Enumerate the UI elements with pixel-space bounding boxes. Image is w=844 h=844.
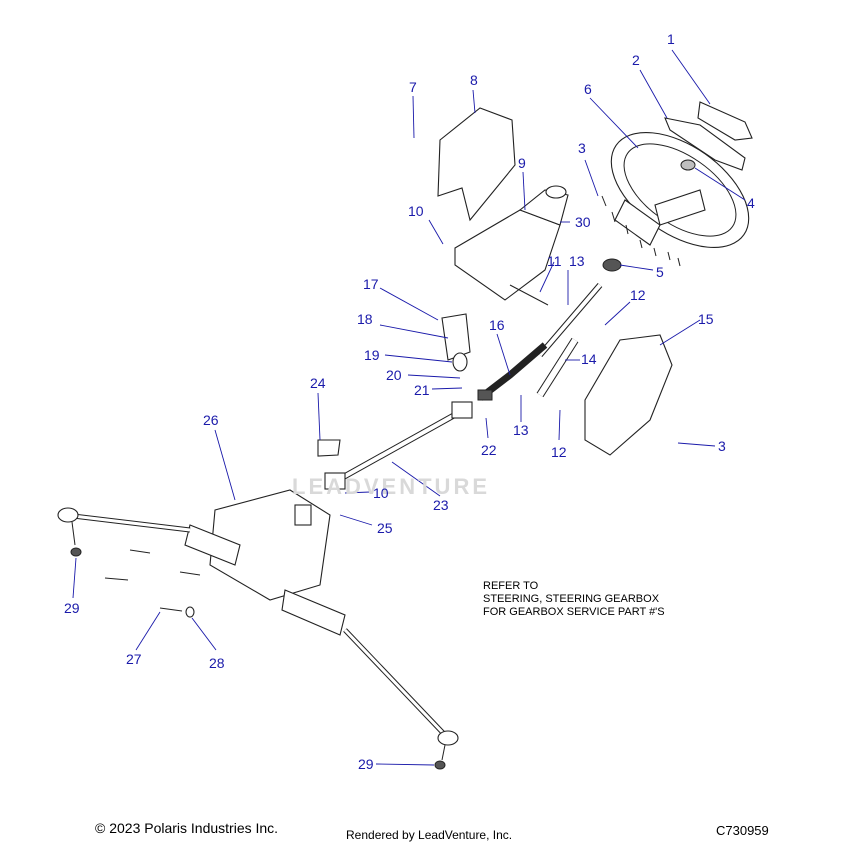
column-bushing[interactable] — [602, 258, 622, 272]
callout-20[interactable]: 20 — [386, 367, 402, 383]
callout-13[interactable]: 13 — [569, 253, 585, 269]
note-line-2: STEERING, STEERING GEARBOX — [483, 593, 660, 605]
callout-13b[interactable]: 13 — [513, 422, 529, 438]
callout-25[interactable]: 25 — [377, 520, 393, 536]
callout-12[interactable]: 12 — [630, 287, 646, 303]
steering-wheel[interactable] — [591, 109, 769, 271]
callout-10b[interactable]: 10 — [373, 485, 389, 501]
callout-18[interactable]: 18 — [357, 311, 373, 327]
callout-26[interactable]: 26 — [203, 412, 219, 428]
rendered-by: Rendered by LeadVenture, Inc. — [346, 828, 513, 842]
callout-1[interactable]: 1 — [667, 31, 675, 47]
callout-10[interactable]: 10 — [408, 203, 424, 219]
tilt-cylinder[interactable] — [536, 337, 579, 398]
callout-4[interactable]: 4 — [747, 195, 755, 211]
callout-17[interactable]: 17 — [363, 276, 379, 292]
callout-3b[interactable]: 3 — [718, 438, 726, 454]
callout-12b[interactable]: 12 — [551, 444, 567, 460]
callout-24[interactable]: 24 — [310, 375, 326, 391]
callout-11[interactable]: 11 — [547, 253, 562, 269]
callout-3[interactable]: 3 — [578, 140, 586, 156]
callout-8[interactable]: 8 — [470, 72, 478, 88]
callout-29b[interactable]: 29 — [358, 756, 374, 772]
tie-rod-nut-right[interactable] — [434, 760, 446, 770]
watermark: LEADVENTURE — [292, 474, 491, 499]
callout-19[interactable]: 19 — [364, 347, 380, 363]
wheel-emblem[interactable] — [680, 159, 696, 171]
wheel-screws[interactable] — [601, 195, 681, 267]
callout-29[interactable]: 29 — [64, 600, 80, 616]
callout-5[interactable]: 5 — [656, 264, 664, 280]
callout-14[interactable]: 14 — [581, 351, 597, 367]
column-shroud[interactable] — [584, 334, 673, 456]
steering-shaft-upper[interactable] — [477, 283, 603, 401]
copyright: © 2023 Polaris Industries Inc. — [95, 820, 279, 836]
callout-16[interactable]: 16 — [489, 317, 505, 333]
callout-28[interactable]: 28 — [209, 655, 225, 671]
shaft-guard[interactable] — [317, 439, 341, 457]
callout-9[interactable]: 9 — [518, 155, 526, 171]
callout-22[interactable]: 22 — [481, 442, 497, 458]
callout-7[interactable]: 7 — [409, 79, 417, 95]
callout-2[interactable]: 2 — [632, 52, 640, 68]
tie-rod-right[interactable] — [343, 628, 459, 761]
column-bracket[interactable] — [454, 185, 569, 301]
callout-27[interactable]: 27 — [126, 651, 142, 667]
support-bearing[interactable] — [452, 352, 468, 372]
callout-21[interactable]: 21 — [414, 382, 430, 398]
wheel-trim-upper[interactable] — [697, 101, 753, 141]
intermediate-shaft[interactable] — [324, 401, 473, 490]
leader-lines — [72, 49, 746, 766]
diagram-code: C730959 — [716, 823, 769, 838]
note-line-1: REFER TO — [483, 580, 539, 592]
tie-rod-left[interactable] — [57, 507, 191, 546]
callout-6[interactable]: 6 — [584, 81, 592, 97]
steering-gearbox[interactable] — [184, 489, 346, 636]
callout-23[interactable]: 23 — [433, 497, 449, 513]
gearbox-bolts[interactable] — [104, 549, 201, 612]
tie-rod-nut-left[interactable] — [70, 547, 82, 557]
callout-15[interactable]: 15 — [698, 311, 714, 327]
column-cover[interactable] — [437, 107, 516, 222]
note-line-3: FOR GEARBOX SERVICE PART #'S — [483, 606, 665, 618]
gearbox-washer[interactable] — [185, 606, 195, 618]
callout-30[interactable]: 30 — [575, 214, 591, 230]
bracket-bolt[interactable] — [509, 284, 549, 306]
wheel-trim-lower[interactable] — [664, 117, 746, 171]
shaft-support[interactable] — [441, 313, 471, 361]
